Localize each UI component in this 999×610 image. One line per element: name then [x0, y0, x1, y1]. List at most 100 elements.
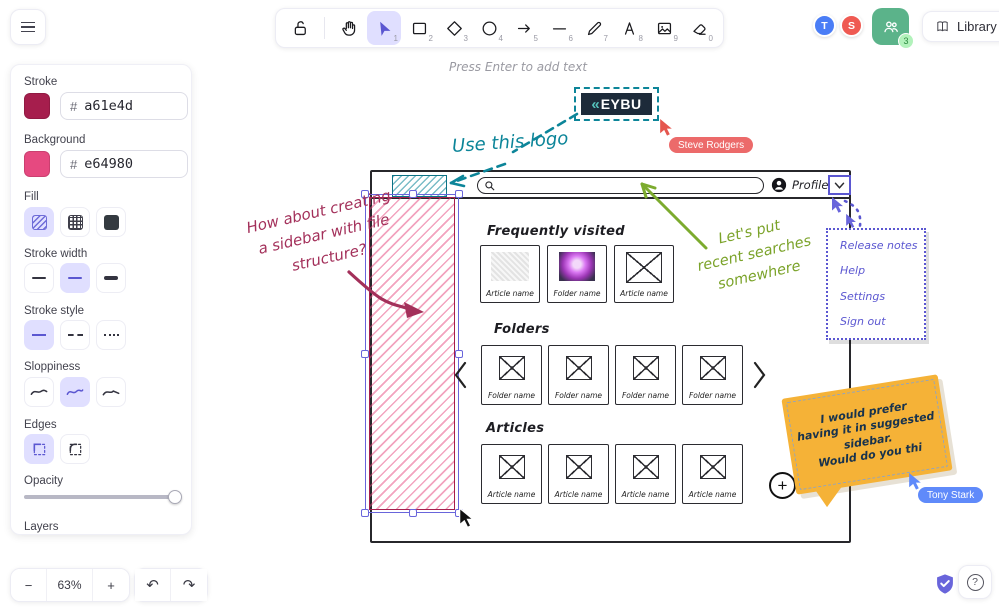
hamburger-icon [21, 30, 35, 33]
carousel-left-icon[interactable] [452, 360, 468, 390]
profile-dropdown-chevron[interactable] [828, 175, 851, 195]
sloppiness-cartoonist-option[interactable] [96, 377, 126, 407]
card-label: Article name [688, 490, 737, 499]
help-button[interactable]: ? [958, 565, 992, 599]
menu-item-help[interactable]: Help [840, 264, 866, 278]
fill-hachure-option[interactable] [24, 207, 54, 237]
tool-draw[interactable]: 7 [577, 11, 611, 45]
add-button[interactable]: + [769, 472, 796, 499]
tool-rectangle[interactable]: 2 [402, 11, 436, 45]
profile-avatar-icon[interactable] [770, 176, 788, 194]
user-cursor [459, 507, 475, 529]
round-corner-icon [69, 443, 81, 455]
wireframe-dropdown-menu[interactable]: Release notes Help Settings Sign out [826, 228, 926, 340]
eybu-logo[interactable]: « EYBU [581, 93, 652, 115]
tool-arrow[interactable]: 5 [507, 11, 541, 45]
image-placeholder-icon [565, 356, 592, 380]
style-panel: Stroke # Background # Fill Stroke width … [10, 64, 192, 535]
card-article[interactable]: Article name [481, 444, 542, 504]
card-label: Article name [486, 289, 534, 298]
undo-button[interactable]: ↶ [135, 569, 171, 601]
card-article[interactable]: Article name [548, 444, 609, 504]
menu-item-release-notes[interactable]: Release notes [840, 239, 918, 252]
redo-icon: ↷ [182, 576, 196, 594]
card-article[interactable]: Article name [614, 245, 674, 303]
sloppiness-artist-option[interactable] [60, 377, 90, 407]
stroke-hex-input[interactable] [84, 98, 165, 114]
tool-hand[interactable] [332, 11, 366, 45]
zoom-out-button[interactable]: − [11, 569, 47, 601]
tool-image[interactable]: 9 [647, 11, 681, 45]
sharp-corner-icon [33, 443, 45, 455]
card-article[interactable]: Article name [682, 444, 743, 504]
background-hex-input[interactable] [84, 156, 165, 172]
main-menu-button[interactable] [10, 9, 46, 45]
logo-mark: « [591, 95, 600, 113]
stroke-style-dotted-option[interactable] [96, 320, 126, 350]
tool-selection[interactable]: 1 [367, 11, 401, 45]
card-article[interactable]: Article name [480, 245, 540, 303]
search-icon [485, 180, 495, 191]
stroke-style-solid-option[interactable] [24, 320, 54, 350]
card-folder[interactable]: Folder name [547, 245, 607, 303]
edges-sharp-option[interactable] [24, 434, 54, 464]
stroke-hex-field[interactable]: # [60, 92, 188, 120]
menu-item-settings[interactable]: Settings [840, 289, 886, 303]
stroke-width-extrabold-option[interactable] [96, 263, 126, 293]
selection-handle[interactable] [361, 350, 369, 358]
live-collaboration-button[interactable]: 3 [872, 8, 914, 49]
menu-item-sign-out[interactable]: Sign out [840, 314, 886, 328]
zoom-level-button[interactable]: 63% [47, 569, 93, 601]
tool-eraser[interactable]: 0 [682, 11, 716, 45]
card-label: Folder name [553, 289, 601, 298]
tool-lock[interactable] [283, 11, 317, 45]
stroke-width-bold-option[interactable] [60, 263, 90, 293]
stroke-width-thin-option[interactable] [24, 263, 54, 293]
background-hex-field[interactable]: # [60, 150, 188, 178]
zoom-in-button[interactable]: + [93, 569, 129, 601]
stroke-style-label: Stroke style [24, 305, 85, 317]
card-folder[interactable]: Folder name [615, 345, 676, 405]
tool-ellipse[interactable]: 4 [472, 11, 506, 45]
tool-diamond[interactable]: 3 [437, 11, 471, 45]
tool-line[interactable]: 6 [542, 11, 576, 45]
carousel-right-icon[interactable] [752, 360, 768, 390]
stroke-style-dashed-option[interactable] [60, 320, 90, 350]
edges-round-option[interactable] [60, 434, 90, 464]
fill-crosshatch-option[interactable] [60, 207, 90, 237]
profile-label: Profile [792, 178, 829, 192]
freq-visited-heading[interactable]: Frequently visited [487, 224, 625, 239]
card-folder[interactable]: Folder name [481, 345, 542, 405]
stroke-color-swatch[interactable] [24, 93, 50, 119]
redo-button[interactable]: ↷ [171, 569, 207, 601]
collaborator-cursor-steve [660, 119, 672, 136]
tool-toolbar: 1 2 3 4 5 6 7 8 9 0 [275, 8, 724, 48]
card-label: Folder name [688, 391, 737, 400]
edges-label: Edges [24, 419, 57, 431]
image-placeholder-icon [498, 455, 525, 479]
library-button[interactable]: Library [922, 11, 999, 42]
solid-stroke-icon [32, 334, 46, 336]
opacity-slider-knob[interactable] [168, 490, 182, 504]
selection-handle[interactable] [361, 509, 369, 517]
tool-text[interactable]: 8 [612, 11, 646, 45]
folder-thumbnail [559, 252, 595, 281]
folders-heading[interactable]: Folders [494, 322, 550, 337]
background-color-swatch[interactable] [24, 151, 50, 177]
encryption-shield-icon[interactable] [935, 573, 955, 595]
collaborator-avatar-t[interactable]: T [813, 14, 836, 37]
image-placeholder-icon [699, 455, 726, 479]
articles-heading[interactable]: Articles [486, 421, 545, 436]
canvas-hint-text: Press Enter to add text [449, 60, 588, 74]
wireframe-search-bar[interactable] [477, 177, 764, 194]
annotation-use-this-logo[interactable]: Use this logo [451, 127, 569, 158]
sloppiness-architect-option[interactable] [24, 377, 54, 407]
card-article[interactable]: Article name [615, 444, 676, 504]
wireframe-logo-placeholder[interactable] [392, 175, 447, 197]
card-folder[interactable]: Folder name [682, 345, 743, 405]
opacity-slider[interactable] [24, 490, 182, 504]
collaborator-avatar-s[interactable]: S [840, 14, 863, 37]
cartoonist-icon [102, 390, 120, 396]
fill-solid-option[interactable] [96, 207, 126, 237]
card-folder[interactable]: Folder name [548, 345, 609, 405]
